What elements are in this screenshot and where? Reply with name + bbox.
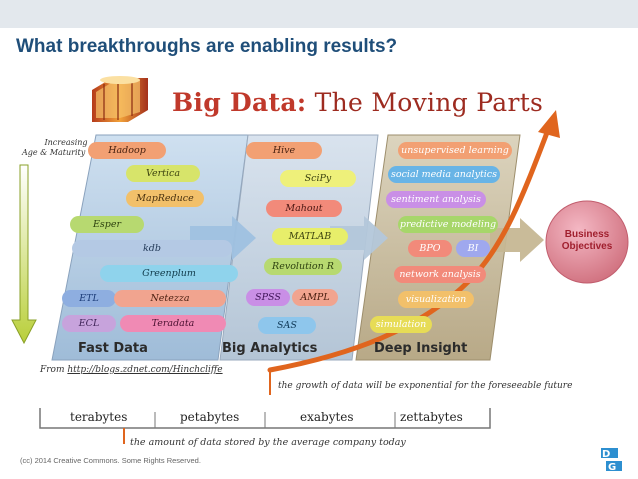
- pill-hive: Hive: [246, 142, 322, 159]
- pill-kdb: kdb: [72, 240, 232, 257]
- pill-predictive-modeling: predictive modeling: [398, 216, 498, 233]
- pill-simulation: simulation: [370, 316, 432, 333]
- pill-sentiment-analysis: sentiment analysis: [386, 191, 486, 208]
- pill-unsupervised-learning: unsupervised learning: [398, 142, 512, 159]
- pill-ecl: ECL: [62, 315, 116, 332]
- increasing-maturity-arrow: [11, 164, 37, 345]
- pill-spss: SPSS: [246, 289, 290, 306]
- scale-zettabytes: zettabytes: [400, 410, 463, 424]
- slide-title: What breakthroughs are enabling results?: [16, 36, 398, 57]
- big-analytics-label: Big Analytics: [222, 341, 318, 356]
- fast-data-label: Fast Data: [78, 341, 148, 356]
- increasing-label: Increasing: [36, 138, 96, 147]
- copyright-footer: (cc) 2014 Creative Commons. Some Rights …: [20, 456, 201, 465]
- pill-bi: BI: [456, 240, 490, 257]
- pill-mapreduce: MapReduce: [126, 190, 204, 207]
- diagram-title: Big Data: The Moving Parts: [172, 88, 543, 117]
- svg-text:D: D: [602, 449, 610, 460]
- source-prefix: From: [40, 365, 68, 375]
- diagram-title-sub: The Moving Parts: [306, 88, 544, 117]
- scale-petabytes: petabytes: [180, 410, 240, 424]
- pill-sas: SAS: [258, 317, 316, 334]
- business-objectives-line2: Objectives: [561, 241, 613, 252]
- pill-visualization: visualization: [398, 291, 474, 308]
- source-link[interactable]: http://blogs.zdnet.com/Hinchcliffe: [67, 365, 223, 375]
- big-data-logo-icon: [92, 76, 148, 122]
- header-band: [0, 0, 638, 28]
- source-citation: From http://blogs.zdnet.com/Hinchcliffe: [40, 365, 223, 375]
- pill-greenplum: Greenplum: [100, 265, 238, 282]
- scale-exabytes: exabytes: [300, 410, 354, 424]
- pill-netezza: Netezza: [114, 290, 226, 307]
- increasing-label-line2: Age & Maturity: [22, 148, 86, 157]
- pill-bpo: BPO: [408, 240, 452, 257]
- average-note: the amount of data stored by the average…: [130, 437, 406, 448]
- flow-arrow-2: [330, 216, 388, 260]
- data-scale-bracket: [39, 408, 491, 444]
- pill-revolution-r: Revolution R: [264, 258, 342, 275]
- business-objectives-circle: [545, 200, 629, 284]
- business-objectives-label: Business Objectives: [546, 229, 628, 253]
- pill-ampl: AMPL: [292, 289, 338, 306]
- dg-logo-icon: D G: [601, 448, 622, 473]
- business-objectives-line1: Business: [564, 229, 610, 240]
- pill-etl: ETL: [62, 290, 116, 307]
- deep-insight-label: Deep Insight: [374, 341, 468, 356]
- increasing-label-line1: Increasing: [44, 138, 88, 147]
- pill-esper: Esper: [70, 216, 144, 233]
- diagram-title-main: Big Data:: [172, 88, 307, 117]
- svg-text:G: G: [608, 462, 616, 473]
- pill-hadoop: Hadoop: [88, 142, 166, 159]
- pill-mahout: Mahout: [266, 200, 342, 217]
- pill-teradata: Teradata: [120, 315, 226, 332]
- pill-social-media-analytics: social media analytics: [388, 166, 500, 183]
- pill-scipy: SciPy: [280, 170, 356, 187]
- scale-terabytes: terabytes: [70, 410, 128, 424]
- growth-note: the growth of data will be exponential f…: [278, 381, 573, 391]
- pill-matlab: MATLAB: [272, 228, 348, 245]
- pill-vertica: Vertica: [126, 165, 200, 182]
- pill-network-analysis: network analysis: [394, 266, 486, 283]
